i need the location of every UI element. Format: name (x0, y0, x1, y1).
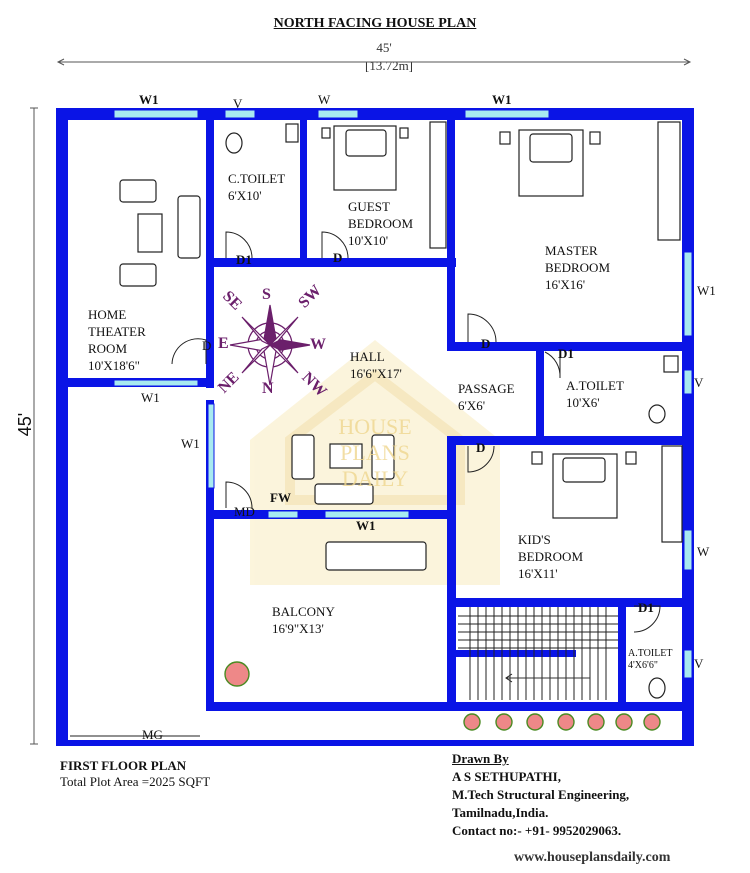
room-passage: PASSAGE 6'X6' (458, 381, 515, 413)
tag-w1-balcony: W1 (356, 518, 376, 533)
furniture (119, 121, 683, 699)
compass-label-s: S (262, 286, 271, 303)
room-hall: HALL 16'6"X17' (350, 349, 402, 381)
compass-label-n: N (262, 380, 274, 397)
tag-d1-c-toilet: D1 (236, 252, 252, 267)
plot-area: Total Plot Area =2025 SQFT (60, 774, 211, 789)
compass-label-w: W (310, 336, 326, 353)
tag-v-top: V (233, 96, 243, 111)
tag-d-kids: D (476, 440, 486, 455)
tag-w1-hall-west: W1 (181, 436, 200, 451)
width-dimension-ft: 45' (376, 40, 392, 55)
compass-label-e: E (218, 335, 229, 352)
doors (70, 231, 661, 737)
tag-w1-theater-bottom: W1 (141, 390, 160, 405)
drawn-by-place: Tamilnadu,India. (452, 805, 549, 820)
tag-w-kids-east: W (697, 544, 710, 559)
room-balcony: BALCONY 16'9"X13' (272, 604, 335, 636)
tag-v-a-toilet: V (694, 375, 704, 390)
website-link[interactable]: www.houseplansdaily.com (514, 850, 671, 865)
watermark-text: HOUSE PLANS DAILY (338, 414, 412, 491)
tag-w1-top-left: W1 (139, 92, 159, 107)
dimension-lines (30, 58, 692, 745)
tag-d-theater: D (202, 338, 212, 353)
drawn-by-degree: M.Tech Structural Engineering, (452, 787, 630, 802)
tag-v-small-toilet: V (694, 656, 704, 671)
staircase (458, 607, 618, 700)
tag-w-top: W (318, 92, 331, 107)
drawn-by-name: A S SETHUPATHI, (452, 769, 561, 784)
tag-md: MD (234, 504, 255, 519)
tag-d-guest: D (333, 250, 343, 265)
room-a-toilet-small: A.TOILET 4'X6'6" (628, 648, 673, 671)
drawn-by-label: Drawn By (452, 751, 509, 766)
tag-fw: FW (270, 490, 291, 505)
room-a-toilet: A.TOILET 10'X6' (566, 378, 624, 410)
room-home-theater: HOME THEATER ROOM 10'X18'6" (88, 307, 146, 373)
drawn-by-block: Drawn By A S SETHUPATHI, M.Tech Structur… (452, 750, 629, 840)
windows (113, 109, 693, 679)
tag-mg: MG (142, 727, 163, 742)
plan-name: FIRST FLOOR PLAN (60, 758, 187, 773)
compass-rose (229, 304, 311, 386)
tag-w1-master-east: W1 (697, 283, 716, 298)
tag-w1-top-right: W1 (492, 92, 512, 107)
room-master-bedroom: MASTER BEDROOM 16'X16' (545, 243, 611, 292)
tag-d-master: D (481, 336, 491, 351)
room-kids-bedroom: KID'S BEDROOM 16'X11' (518, 532, 584, 581)
plants (224, 661, 661, 731)
drawn-by-contact: Contact no:- +91- 9952029063. (452, 823, 622, 838)
tag-d1-small-toilet: D1 (638, 600, 654, 615)
tag-d1-a-toilet: D1 (558, 346, 574, 361)
room-c-toilet: C.TOILET 6'X10' (228, 171, 286, 203)
page-title: NORTH FACING HOUSE PLAN (273, 16, 477, 31)
room-guest-bedroom: GUEST BEDROOM 10'X10' (348, 199, 414, 248)
